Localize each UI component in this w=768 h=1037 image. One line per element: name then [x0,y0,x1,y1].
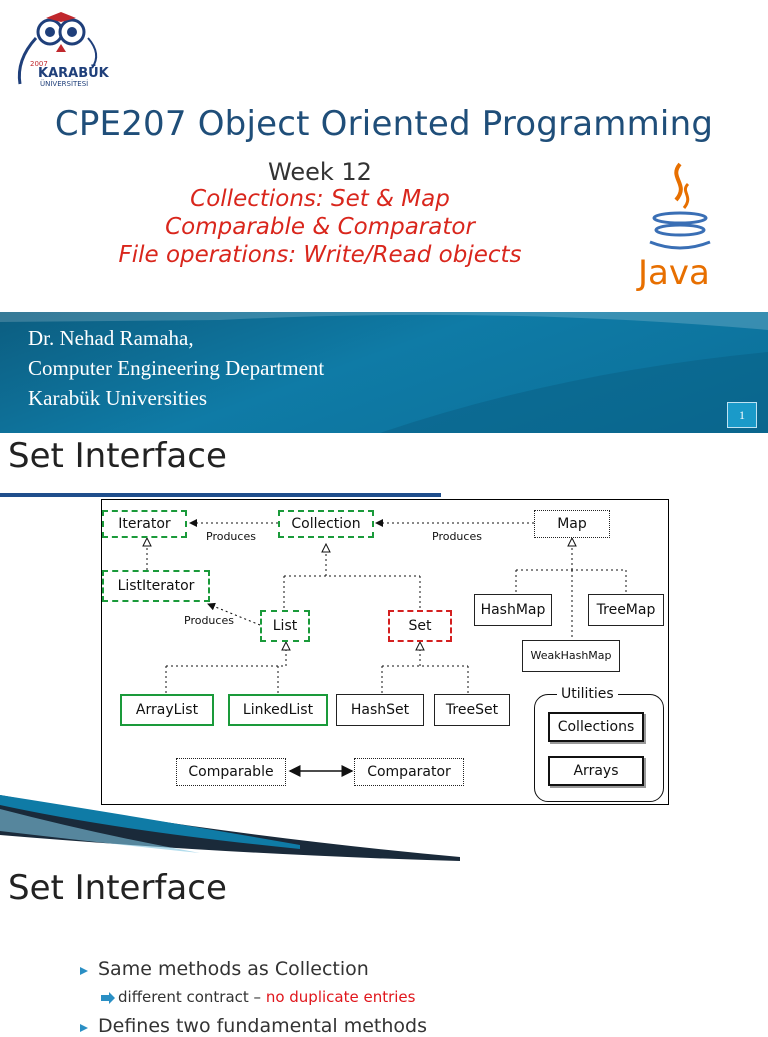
diagram-connectors [142,519,627,777]
arraylist-box: ArrayList [120,694,214,726]
map-box: Map [534,510,610,538]
author-department: Computer Engineering Department [28,356,325,380]
logo-year: 2007 [30,60,48,68]
java-logo: Java [636,162,711,293]
inherit-head-set [415,640,425,651]
inherit-head-list [281,640,291,651]
university-logo: 2007 KARABÜK ÜNİVERSİTESİ [17,12,110,88]
swoosh-dark [0,795,460,861]
slide-separator-swoosh [0,795,460,861]
slide3-title: Set Interface [8,868,227,908]
inherit-head-iterator [142,536,152,547]
bullet-2-text: different contract – [118,988,266,1006]
comparator-box: Comparator [354,758,464,786]
java-text: Java [636,253,710,293]
logo-subtext: ÜNİVERSİTESİ [40,79,88,88]
subtitle-line-1: Collections: Set & Map [190,186,450,212]
java-steam-1 [674,162,683,202]
banner-shade [380,352,768,433]
linkedlist-box: LinkedList [228,694,328,726]
inherit-head-collection [321,542,331,553]
produces-label-2: Produces [432,530,482,543]
bullet-3: Defines two fundamental methods [98,1015,428,1037]
week-label: Week 12 [268,158,372,186]
iterator-box: Iterator [102,510,187,538]
page-number: 1 [727,402,757,428]
comparable-box: Comparable [176,758,286,786]
listiterator-box: ListIterator [102,570,210,602]
logo-cap [46,12,76,22]
hashmap-box: HashMap [474,594,552,626]
list-box: List [260,610,310,642]
collection-box: Collection [278,510,374,538]
logo-text: KARABÜK [38,65,110,81]
java-saucer [649,240,711,250]
banner-swoosh [0,312,768,433]
logo-right-pupil [67,27,77,37]
swoosh-light [0,809,200,853]
utilities-label: Utilities [557,686,618,702]
arrays-box: Arrays [548,756,644,786]
treemap-box: TreeMap [588,594,664,626]
logo-left-pupil [45,27,55,37]
produces-label-1: Produces [206,530,256,543]
bullet-2-highlight: no duplicate entries [265,988,416,1006]
inherit-head-map [567,536,577,547]
java-steam-2 [682,182,690,209]
logo-beak [56,44,66,52]
produces-label-3: Produces [184,614,234,627]
slide2-title: Set Interface [8,436,227,476]
java-cup-line-2 [654,223,706,237]
collections-diagram: Iterator Collection Map Produces Produce… [101,499,669,805]
bullet-2: different contract – no duplicate entrie… [118,988,415,1006]
subtitle-line-3: File operations: Write/Read objects [118,242,522,268]
treeset-box: TreeSet [434,694,510,726]
title-slide: 2007 KARABÜK ÜNİVERSİTESİ CPE207 Object … [0,0,768,433]
author-name: Dr. Nehad Ramaha, [28,326,194,350]
bullet-1: Same methods as Collection [98,958,369,980]
swoosh-blue [0,795,300,849]
slide2-title-underline [0,493,441,497]
banner-highlight [0,312,768,330]
bullet-arrow-icon [80,967,88,975]
set-box: Set [388,610,452,642]
author-banner [0,312,768,433]
hashset-box: HashSet [336,694,424,726]
logo-swoosh [17,36,38,85]
produces-arrow-listiterator [207,602,261,626]
sub-bullet-arrow-icon [101,992,115,1004]
logo-swoosh-right [87,37,98,69]
collections-box: Collections [548,712,644,742]
author-university: Karabük Universities [28,386,208,410]
slide-title: CPE207 Object Oriented Programming [54,104,714,144]
subtitle-line-2: Comparable & Comparator [165,214,475,240]
weakhashmap-box: WeakHashMap [522,640,620,672]
java-cup-line-1 [652,211,708,225]
